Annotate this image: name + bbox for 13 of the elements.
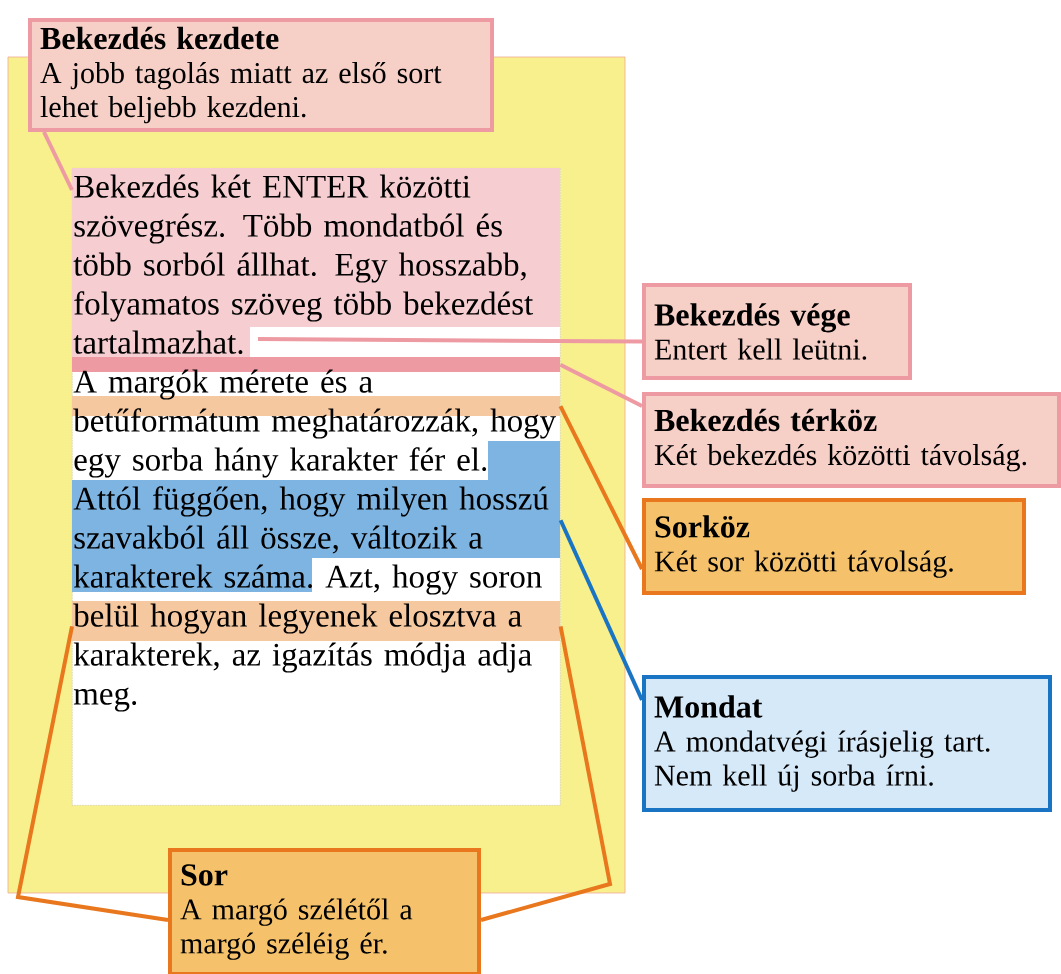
callout-box: Sor A margó szélétől a margó széléig ér. (168, 848, 481, 974)
callout-box: Bekezdés térköz Két bekezdés közötti távolság. (642, 392, 1061, 488)
callout-box: Sorköz Két sor közötti távolság. (642, 498, 1026, 595)
leader-line (42, 131, 74, 191)
leader-line (559, 362, 643, 408)
text-area: Bekezdés két ENTER közötti szövegrész. Több mondatból és több sorból állhat. Egy hosszabb, folyamatos szöveg több bekezdést tartalmazhat. A margók mérete és a betűformátum meghatározzák, hogy egy sorba hány karakter fér el. Attól függően, hogy milyen hosszú szavakból áll össze, változik a karakterek száma. Azt, hogy soron belül hogyan legyenek elosztva a karakterek, az igazítás módja adja meg. (72, 168, 561, 806)
callout-box: Bekezdés vége Entert kell leütni. (642, 283, 912, 380)
leader-line (558, 405, 644, 570)
leader-line (15, 625, 169, 922)
leader-line (258, 337, 642, 344)
callout-box: Mondat A mondatvégi írásjelig tart. Nem kell új sorba írni. (642, 675, 1052, 812)
leader-line (480, 625, 613, 922)
callout-box: Bekezdés kezdete A jobb tagolás miatt az első sort lehet beljebb kezdeni. (28, 18, 494, 132)
